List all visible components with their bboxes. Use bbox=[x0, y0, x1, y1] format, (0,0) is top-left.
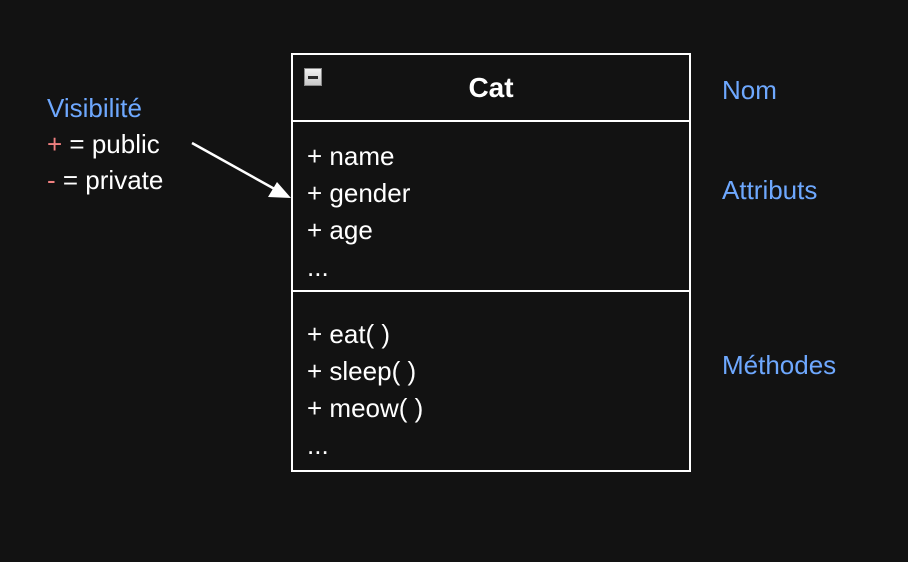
legend-private-row: - = private bbox=[47, 162, 163, 198]
method-item: ... bbox=[307, 430, 329, 460]
legend-title: Visibilité bbox=[47, 93, 142, 123]
private-symbol: - bbox=[47, 165, 56, 195]
private-text: = private bbox=[55, 165, 164, 195]
attribute-item: + name bbox=[307, 141, 395, 171]
uml-class-box[interactable]: Cat + name + gender + age ... + eat( ) +… bbox=[291, 53, 691, 472]
label-methods: Méthodes bbox=[722, 350, 837, 380]
method-item: + eat( ) bbox=[307, 319, 391, 349]
legend-public-row: + = public bbox=[47, 126, 163, 162]
visibility-legend: Visibilité + = public - = private bbox=[47, 90, 163, 198]
class-name: Cat bbox=[468, 72, 514, 103]
label-name: Nom bbox=[722, 75, 777, 105]
label-attributes: Attributs bbox=[722, 175, 818, 205]
attribute-item: + age bbox=[307, 215, 373, 245]
attribute-item: + gender bbox=[307, 178, 411, 208]
arrow-line bbox=[191, 141, 281, 194]
attribute-item: ... bbox=[307, 252, 329, 282]
collapse-icon[interactable] bbox=[304, 68, 322, 86]
arrow-head bbox=[268, 182, 291, 198]
attribute-list: + name + gender + age ... bbox=[307, 138, 410, 286]
public-symbol: + bbox=[47, 129, 63, 159]
attributes-compartment: + name + gender + age ... bbox=[293, 122, 689, 292]
method-list: + eat( ) + sleep( ) + meow( ) ... bbox=[307, 316, 423, 464]
class-header: Cat bbox=[293, 55, 689, 122]
methods-compartment: + eat( ) + sleep( ) + meow( ) ... bbox=[293, 292, 689, 470]
method-item: + meow( ) bbox=[307, 393, 424, 423]
method-item: + sleep( ) bbox=[307, 356, 417, 386]
public-text: = public bbox=[62, 129, 160, 159]
